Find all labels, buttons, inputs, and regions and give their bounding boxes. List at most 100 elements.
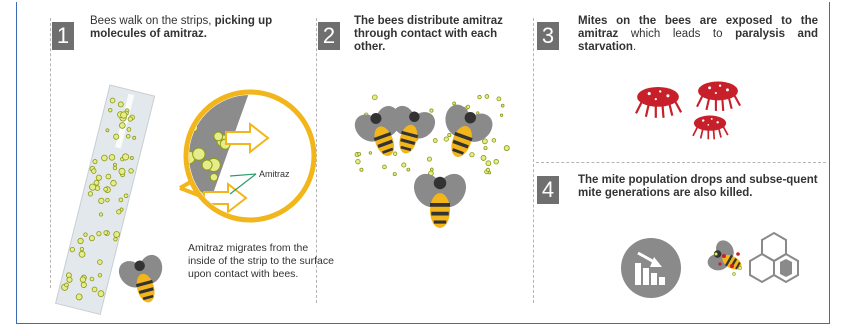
molecule-dot: [429, 108, 434, 113]
molecule-dot: [110, 179, 117, 187]
step-2-number: 2: [318, 22, 340, 50]
molecule-dot: [66, 276, 73, 283]
magnifier-icon: [170, 89, 317, 223]
separator-2: [316, 18, 317, 303]
molecule-dot: [89, 276, 95, 282]
molecule-dot: [485, 160, 492, 167]
step-3-text-normal: which leads to: [618, 28, 736, 40]
step-4-number: 4: [537, 176, 559, 204]
molecule-dot: [429, 167, 434, 172]
molecule-dot: [113, 133, 120, 140]
molecule-dot: [88, 235, 95, 242]
molecule-dot: [452, 101, 456, 106]
molecule-dot: [97, 259, 103, 265]
molecule-dot: [97, 273, 103, 278]
molecule-dot: [127, 116, 133, 122]
molecule-dot: [189, 95, 191, 102]
molecule-dot: [97, 290, 105, 298]
molecule-dot: [432, 138, 438, 143]
molecule-dot: [126, 127, 132, 132]
separator-3: [533, 18, 534, 303]
molecule-dot: [91, 168, 97, 174]
step-1-text: Bees walk on the strips, picking up mole…: [90, 15, 305, 41]
molecule-dot: [189, 203, 200, 216]
step-1-text-bold: picking up molecules of amitraz.: [90, 15, 273, 40]
molecule-dot: [118, 167, 126, 175]
molecule-dot: [103, 230, 109, 235]
molecule-dot: [368, 151, 373, 155]
migration-arrow-1: [225, 121, 270, 155]
molecule-dot: [117, 101, 124, 108]
step-3-text-bold-1: Mites on the bees are exposed to the ami…: [578, 15, 818, 40]
step-2-text: The bees distribute amitraz through cont…: [354, 15, 503, 53]
molecule-dot: [79, 276, 87, 283]
molecule-dot: [484, 94, 490, 99]
molecule-dot: [109, 97, 116, 104]
molecule-dot: [91, 286, 98, 293]
molecule-dot: [392, 151, 398, 156]
molecule-dot: [371, 94, 378, 101]
molecule-dot: [92, 159, 98, 165]
molecule-dot: [170, 129, 178, 137]
molecule-dot: [93, 179, 100, 186]
step-1-text-normal: Bees walk on the strips,: [90, 15, 215, 27]
molecule-dot: [64, 282, 69, 288]
molecule-dot: [80, 281, 87, 288]
molecule-dot: [105, 128, 110, 133]
bee-icon: [428, 95, 503, 167]
molecule-dot: [202, 212, 211, 217]
migration-text: Amitraz migrates from the inside of the …: [188, 242, 334, 280]
molecule-dot: [116, 209, 122, 215]
molecule-dot: [75, 293, 83, 301]
molecule-dot: [122, 153, 130, 161]
bees-group: [345, 94, 510, 228]
molecule-dot: [129, 156, 134, 160]
chart-down-icon: [621, 238, 681, 298]
molecule-dot: [128, 168, 134, 174]
molecule-dot: [469, 152, 475, 158]
molecule-dot: [213, 131, 224, 142]
molecule-dot: [401, 162, 407, 168]
step-3-text-bold-2: paralysis and starvation: [578, 28, 819, 53]
molecule-dot: [95, 174, 102, 181]
mite-icon: [695, 80, 742, 112]
molecule-dot: [355, 159, 361, 165]
molecule-dot: [119, 207, 124, 212]
molecule-dot: [482, 138, 488, 145]
diagram-frame: [16, 2, 830, 324]
molecule-dot: [123, 193, 129, 199]
molecule-dot: [480, 155, 487, 161]
molecule-dot: [406, 167, 411, 172]
mites-group: [634, 80, 742, 141]
molecule-dot: [98, 197, 105, 204]
molecule-dot: [201, 159, 213, 171]
molecule-dot: [96, 231, 102, 237]
molecule-dot: [357, 152, 362, 156]
molecule-dot: [78, 250, 86, 258]
molecule-dot: [359, 167, 364, 172]
molecule-dot: [493, 159, 499, 165]
molecule-dot: [119, 122, 126, 129]
molecule-dot: [483, 146, 488, 151]
molecule-dot: [206, 213, 214, 217]
molecule-dot: [491, 138, 497, 143]
molecule-dot: [101, 154, 108, 162]
honeycomb-icon: [700, 231, 799, 285]
molecule-dot: [499, 113, 504, 117]
molecule-dot: [113, 162, 117, 167]
molecule-dot: [500, 103, 505, 108]
mite-icon: [692, 114, 729, 141]
separator-1: [50, 18, 51, 288]
step-3-text-end: .: [632, 41, 637, 53]
molecule-dot: [382, 164, 387, 170]
step-4-text: The mite population drops and subse-quen…: [578, 174, 818, 199]
molecule-dot: [174, 97, 184, 107]
step-1-number: 1: [52, 22, 74, 50]
molecule-dot: [503, 145, 510, 152]
molecule-dot: [98, 212, 104, 217]
molecule-dot: [485, 167, 491, 172]
molecule-dot: [120, 111, 128, 119]
molecule-dot: [487, 171, 492, 175]
molecule-dot: [83, 232, 88, 237]
separator-4: [536, 162, 826, 163]
